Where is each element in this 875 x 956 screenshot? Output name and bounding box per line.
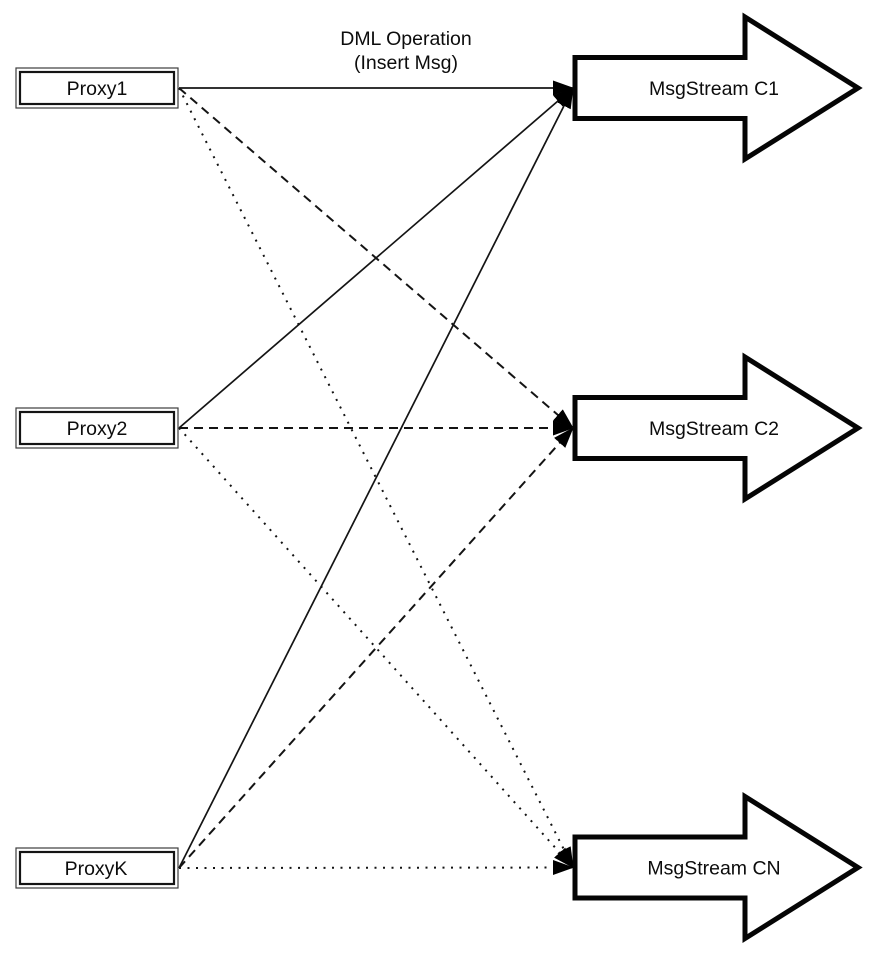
proxy2-box xyxy=(18,410,176,446)
proxyk-box xyxy=(18,850,176,886)
msgstream-cn-label: MsgStream CN xyxy=(647,858,780,880)
proxy1-label: Proxy1 xyxy=(67,78,128,100)
proxy2-label: Proxy2 xyxy=(67,418,128,440)
proxy1-box xyxy=(18,70,176,106)
edge-proxyk-to-c2 xyxy=(178,427,574,869)
msgstream-cn-arrow-shape xyxy=(572,791,863,944)
msgstream-c2-label: MsgStream C2 xyxy=(649,418,779,440)
title-line-1: DML Operation xyxy=(340,28,472,50)
edge-proxyk-to-c1 xyxy=(178,87,574,869)
edges xyxy=(178,80,574,876)
msgstream-cn-node: MsgStream CN xyxy=(572,791,863,944)
msgstream-c1-arrow-shape xyxy=(572,12,863,164)
title-line-2: (Insert Msg) xyxy=(354,52,458,74)
edge-proxy2-to-c1 xyxy=(178,87,574,429)
edge-proxyk-to-cn xyxy=(178,860,574,876)
diagram-title: DML Operation (Insert Msg) xyxy=(340,28,472,74)
proxy2-node: Proxy2 xyxy=(15,407,179,449)
msgstream-c1-label: MsgStream C1 xyxy=(649,78,779,100)
msgstream-c1-node: MsgStream C1 xyxy=(572,12,863,164)
proxyk-label: ProxyK xyxy=(65,858,128,880)
proxyk-node: ProxyK xyxy=(15,847,179,889)
proxy1-node: Proxy1 xyxy=(15,67,179,109)
msgstream-c2-arrow-shape xyxy=(572,352,863,504)
msgstream-c2-node: MsgStream C2 xyxy=(572,352,863,504)
edge-proxy1-to-cn xyxy=(178,87,574,869)
